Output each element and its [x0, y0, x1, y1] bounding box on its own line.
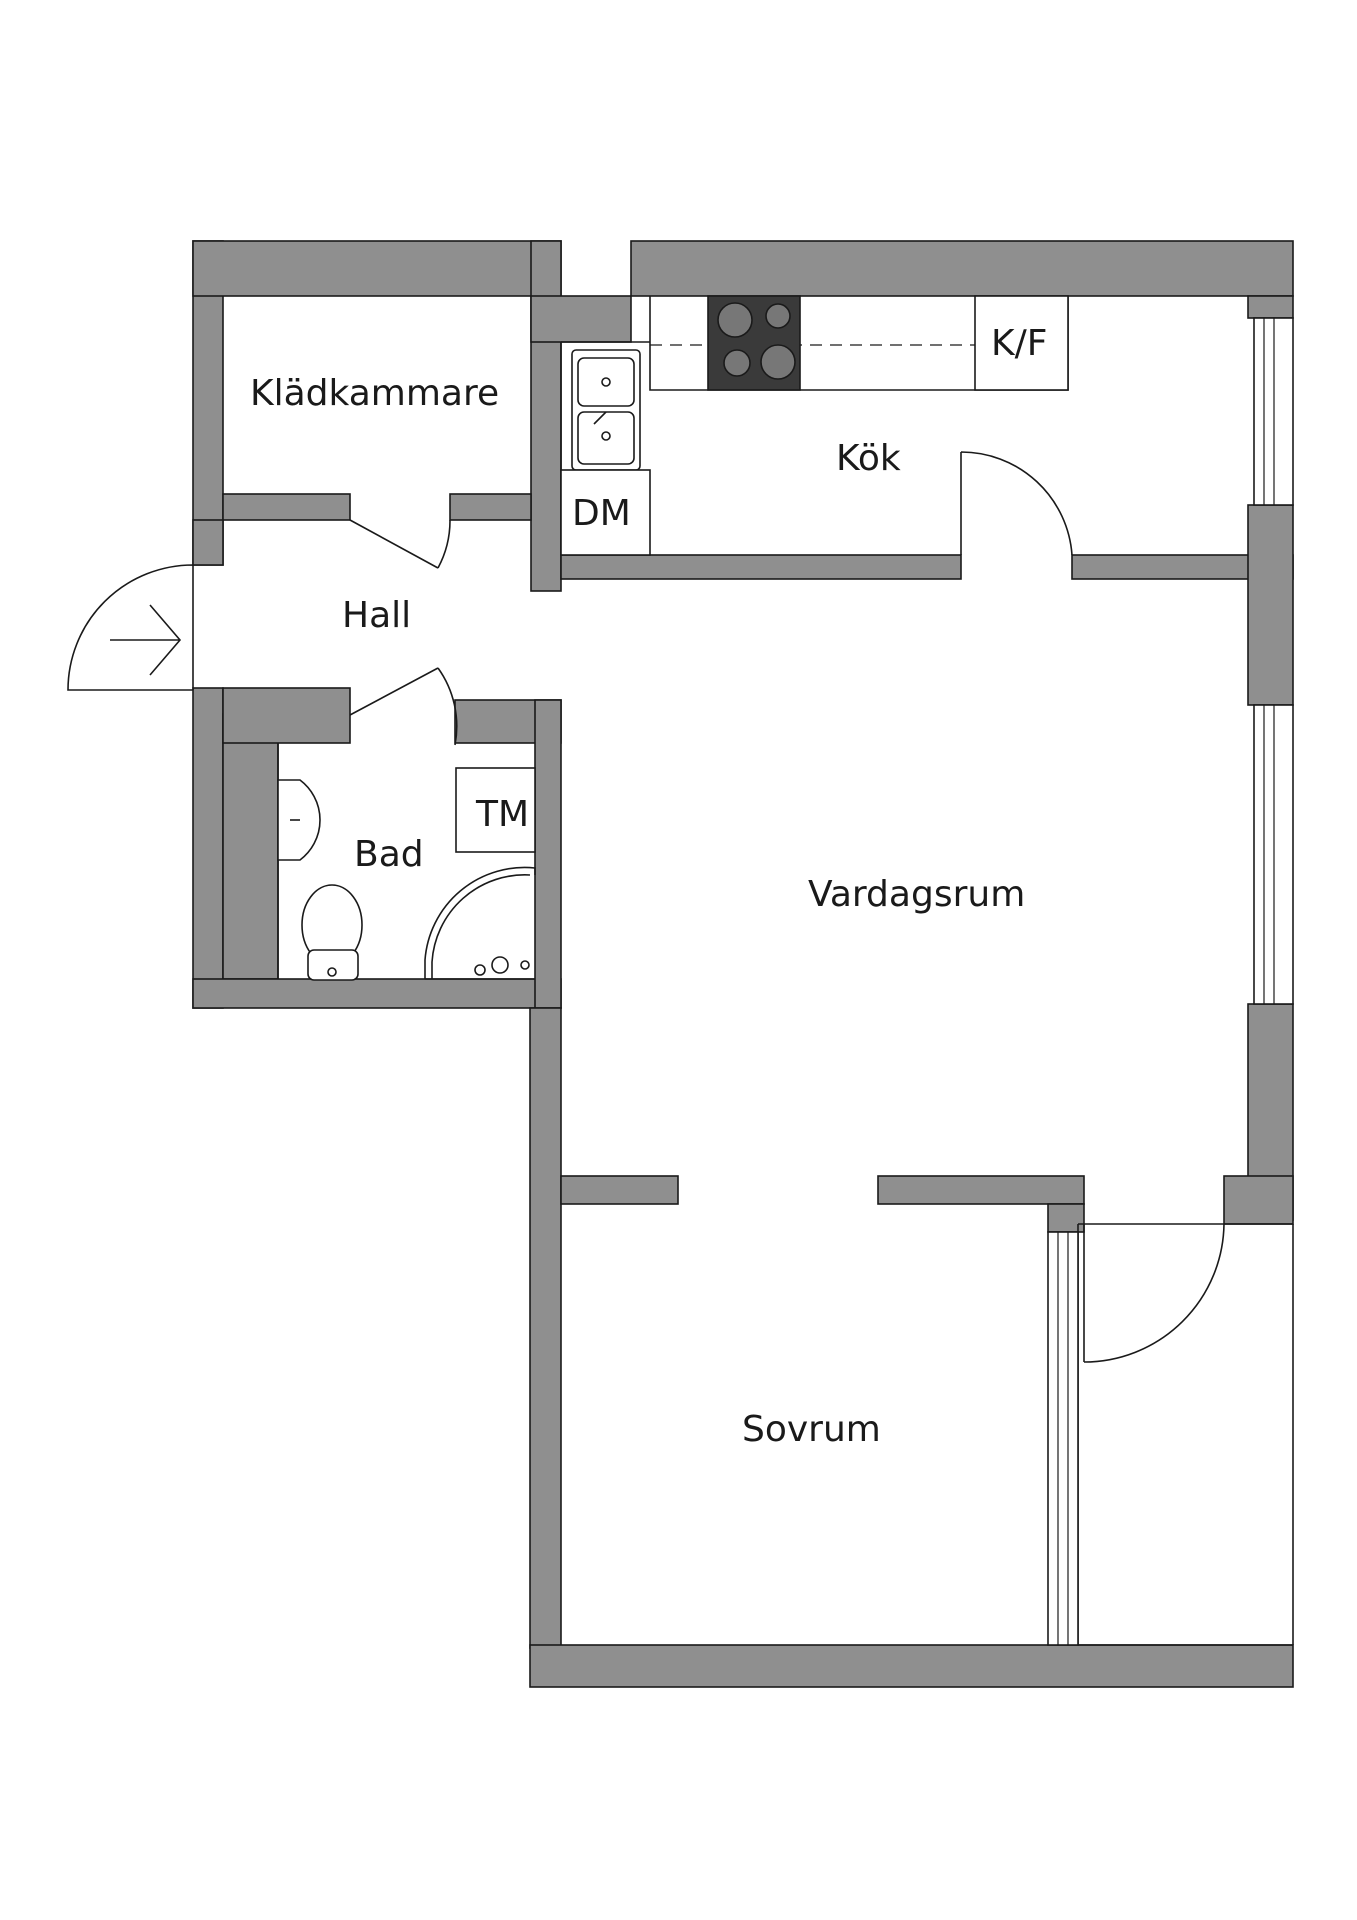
- kitchen-fixtures: [560, 295, 1069, 556]
- wall-bath-left: [222, 713, 279, 980]
- toilet-icon: [301, 884, 363, 981]
- wall-hall-left-lower: [192, 687, 224, 1009]
- wall-closet-bottom-left: [222, 493, 351, 521]
- room-label-bedroom: Sovrum: [742, 1409, 881, 1450]
- door-bath: [349, 667, 458, 746]
- wall-bottom: [529, 1644, 1294, 1688]
- room-label-living-room: Vardagsrum: [808, 874, 1025, 915]
- wall-hall-left-upper: [192, 519, 224, 566]
- wall-balcony-top: [1223, 1175, 1294, 1225]
- fixture-label-dishwasher: DM: [572, 493, 631, 534]
- wall-closet-top: [192, 240, 562, 297]
- wall-bath-top-left: [222, 687, 351, 744]
- window-bedroom: [1047, 1231, 1079, 1646]
- wall-closet-bottom-right: [449, 493, 532, 521]
- wall-kitchen-bottom-left: [560, 554, 962, 580]
- door-closet: [349, 519, 451, 569]
- fixture-label-washing-machine: TM: [475, 794, 529, 835]
- entrance-arrow-icon: [110, 604, 182, 676]
- wall-niche-top: [530, 295, 632, 343]
- door-entrance: [67, 564, 194, 691]
- labels: Klädkammare Kök Hall Bad Vardagsrum Sovr…: [250, 323, 1047, 1450]
- shower-icon: [424, 866, 536, 980]
- room-label-bathroom: Bad: [354, 834, 424, 875]
- wall-kitchen-top: [630, 240, 1294, 297]
- wall-right-2: [1247, 504, 1294, 706]
- room-label-walk-in-closet: Klädkammare: [250, 373, 499, 414]
- balcony: [1077, 1223, 1294, 1646]
- wall-divider-left: [560, 1175, 679, 1205]
- walls: [192, 240, 1294, 1688]
- bath-fixtures: [277, 743, 536, 981]
- wall-right-1: [1247, 295, 1294, 319]
- door-kitchen: [960, 451, 1073, 556]
- doors: [67, 451, 1225, 1363]
- wall-divider-right: [877, 1175, 1085, 1205]
- wall-bath-bottom: [192, 978, 562, 1009]
- room-label-hall: Hall: [342, 595, 411, 636]
- fridge-freezer: [974, 295, 1069, 391]
- wall-closet-right: [530, 240, 562, 592]
- wall-living-left: [529, 1007, 562, 1649]
- room-label-kitchen: Kök: [836, 438, 901, 479]
- washing-machine: [455, 767, 536, 853]
- dishwasher: [560, 469, 651, 556]
- wall-bath-right: [534, 699, 562, 1009]
- sink-icon: [571, 349, 641, 471]
- door-balcony: [1083, 1223, 1225, 1363]
- fixture-label-fridge-freezer: K/F: [991, 323, 1047, 364]
- windows: [1047, 317, 1294, 1646]
- stove-icon: [707, 295, 801, 391]
